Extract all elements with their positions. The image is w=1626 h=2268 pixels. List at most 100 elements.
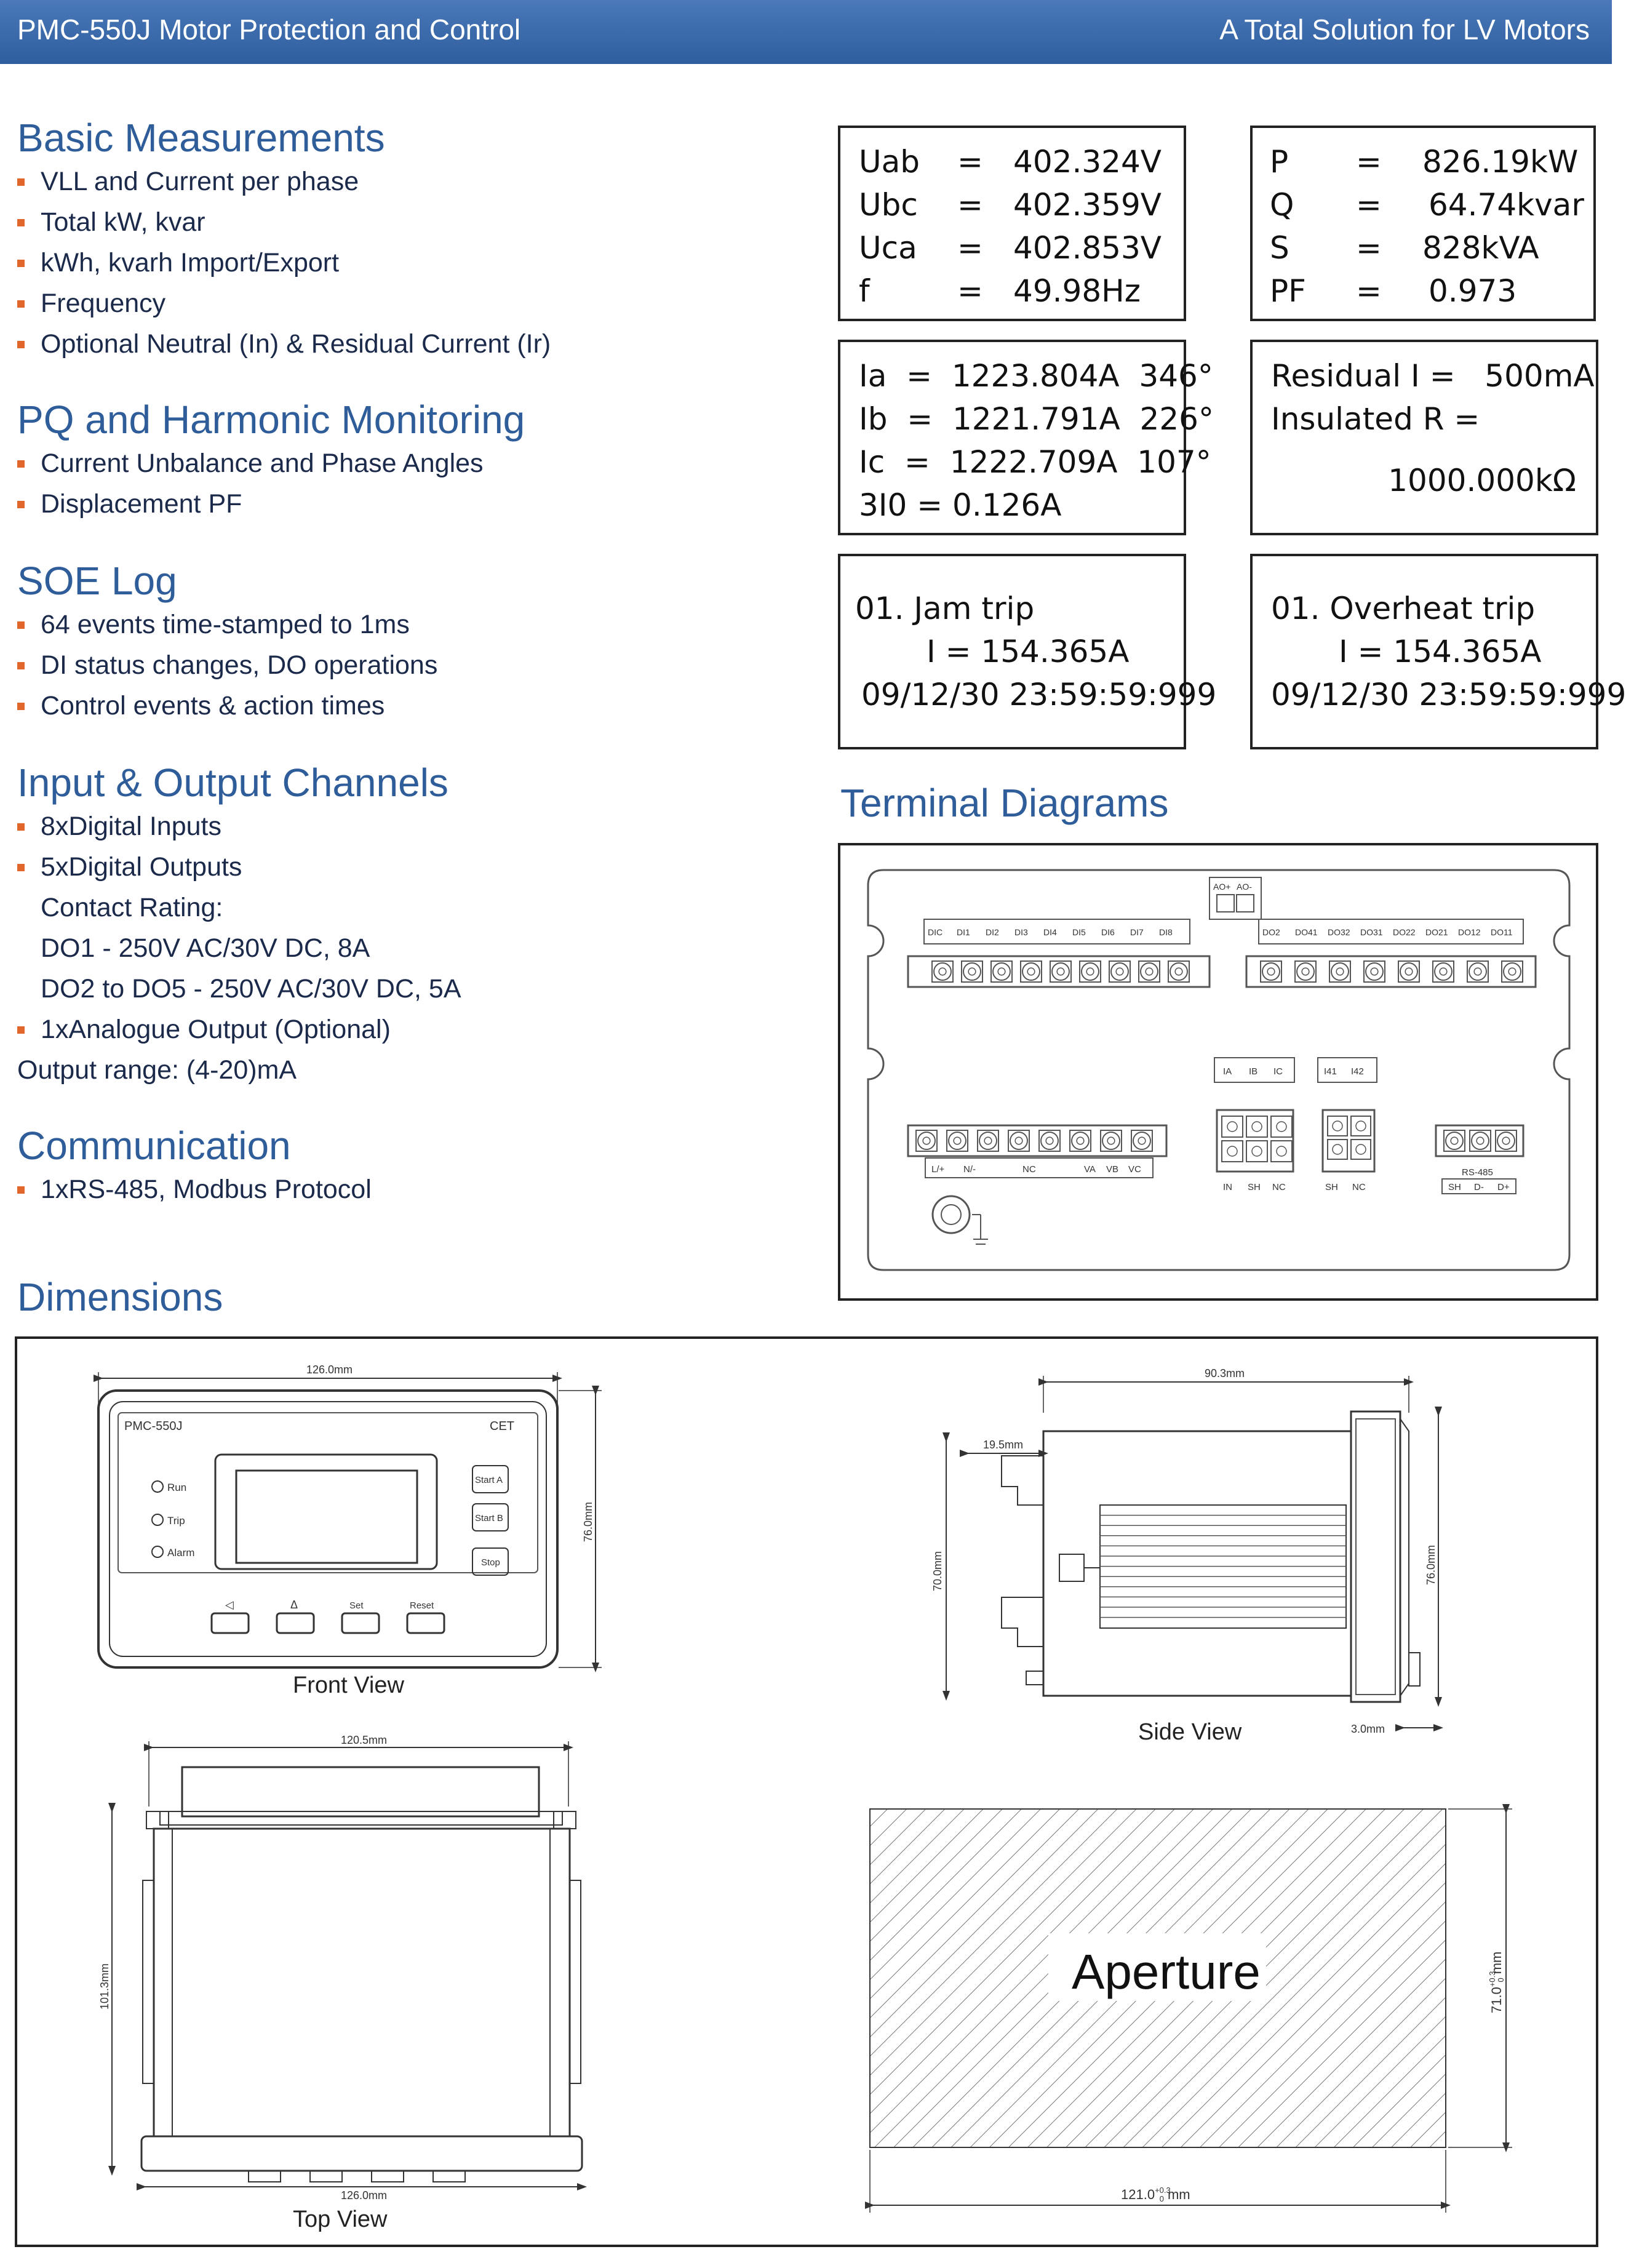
list-item: 1xRS-485, Modbus Protocol [17,1169,372,1210]
display-label: Ubc [859,187,918,223]
socket-pin [1332,1144,1343,1155]
di-label: DI7 [1130,927,1144,937]
list-item: kWh, kvarh Import/Export [17,242,551,283]
socket-pin [1355,1144,1366,1155]
voltage-display: Uab = 402.324V Ubc = 402.359V Uca = 402.… [838,126,1186,321]
list-item: DO1 - 250V AC/30V DC, 8A [41,933,370,963]
display-eq: = [957,187,983,223]
terminal-screw [1471,1132,1489,1150]
display-line: 09/12/30 23:59:59:999 [861,677,1217,713]
power-label: VB [1106,1164,1118,1175]
terminal-slot [1109,960,1131,983]
rs485-bottom-label: D+ [1497,1182,1510,1192]
terminal-screw-head [953,1136,962,1145]
top-height-dim: 101.3mm [98,1963,111,2010]
terminal-slot [1069,1130,1091,1152]
display-line: 01. Overheat trip [1271,591,1536,626]
terminal-screw-head [1267,967,1275,976]
terminal-screw [979,1132,997,1150]
current-label: IC [1273,1066,1283,1077]
header-tagline: A Total Solution for LV Motors [1219,14,1590,46]
display-value: 402.853V [1013,230,1162,266]
di-label: DI4 [1043,927,1057,937]
terminal-screw-head [1476,1136,1485,1145]
jam-trip-display: 01. Jam trip I = 154.365A 09/12/30 23:59… [838,554,1216,749]
terminal-screw-head [968,967,976,976]
residual-display: Residual I = 500mA Insulated R = 1000.00… [1250,340,1598,535]
terminal-screw-head [1056,967,1065,976]
side-view-caption: Side View [1138,1719,1242,1745]
terminal-screw [1296,962,1315,981]
terminal-screw-head [984,1136,992,1145]
terminal-screw-head [922,1136,931,1145]
terminal-slot [977,1130,999,1152]
list-item: Optional Neutral (In) & Residual Current… [17,324,551,364]
socket-pin [1227,1121,1238,1132]
socket-pin [1251,1146,1262,1157]
terminal-slot [1363,960,1385,983]
terminal-screw [948,1132,966,1150]
terminal-slot [1469,1130,1491,1152]
terminal-screw [1110,962,1129,981]
residual-terminals [1327,1116,1371,1160]
communication-title: Communication [17,1124,291,1168]
terminal-screw-head [1450,1136,1459,1145]
terminal-slot [1501,960,1523,983]
terminal-slot [1294,960,1317,983]
display-value: 828kVA [1422,230,1539,266]
list-item: Output range: (4-20)mA [17,1055,297,1085]
residual-label: I41 [1324,1066,1337,1077]
terminal-screw-head [1508,967,1516,976]
led-trip-label: Trip [167,1515,185,1527]
power-display: P = 826.19kW Q = 64.74kvar S = 828kVA PF… [1250,126,1596,321]
terminal-diagrams-title: Terminal Diagrams [840,781,1169,825]
socket-terminal [1221,1140,1243,1162]
socket-terminal [1350,1116,1371,1136]
display-label: S [1270,230,1289,266]
socket-pin [1355,1120,1366,1132]
display-line: 1000.000kΩ [1388,463,1576,498]
terminal-screw [1469,962,1487,981]
terminal-slot [931,960,954,983]
terminal-screw [1133,1132,1151,1150]
di-label: DI8 [1159,927,1173,937]
led-run-label: Run [167,1482,186,1493]
current-bottom-label: NC [1272,1182,1286,1192]
current-terminals [1221,1116,1293,1162]
terminal-screw [917,1132,936,1150]
display-value: 826.19kW [1422,144,1579,180]
front-view-caption: Front View [293,1672,404,1698]
front-width-dim: 126.0mm [306,1364,353,1376]
aperture-height-dim: 71.0+0.30mm [1488,1952,1505,2013]
terminal-screw-head [1439,967,1448,976]
terminal-screw-head [1045,1136,1054,1145]
display-value: 402.324V [1013,144,1162,180]
terminal-screw-head [1014,1136,1023,1145]
residual-bottom-label: NC [1352,1182,1366,1192]
terminal-screw [1497,1132,1515,1150]
top-bottom-width-dim: 126.0mm [341,2189,387,2202]
do-label: DO12 [1458,927,1481,937]
power-label: L/+ [931,1164,945,1175]
list-item: VLL and Current per phase [17,161,551,202]
display-value: 402.359V [1013,187,1162,223]
terminal-slot [1100,1130,1122,1152]
power-label: VC [1128,1164,1141,1175]
display-line: I = 154.365A [1339,634,1542,669]
led-alarm-label: Alarm [167,1547,194,1559]
rs485-label: RS-485 [1462,1167,1493,1178]
terminal-screw [1071,1132,1090,1150]
display-line: Ic = 1222.709A 107° [859,444,1211,480]
terminal-screw [1040,1132,1059,1150]
display-label: f [859,273,870,309]
terminal-screw [1503,962,1521,981]
front-brand-label: CET [490,1419,514,1433]
terminal-slot [1079,960,1101,983]
di-label: DI6 [1101,927,1115,937]
basic-measurements-list: VLL and Current per phase Total kW, kvar… [17,161,551,364]
do-label: DO2 [1262,927,1280,937]
pq-harmonic-title: PQ and Harmonic Monitoring [17,397,525,442]
side-bezel-dim: 3.0mm [1351,1723,1385,1735]
